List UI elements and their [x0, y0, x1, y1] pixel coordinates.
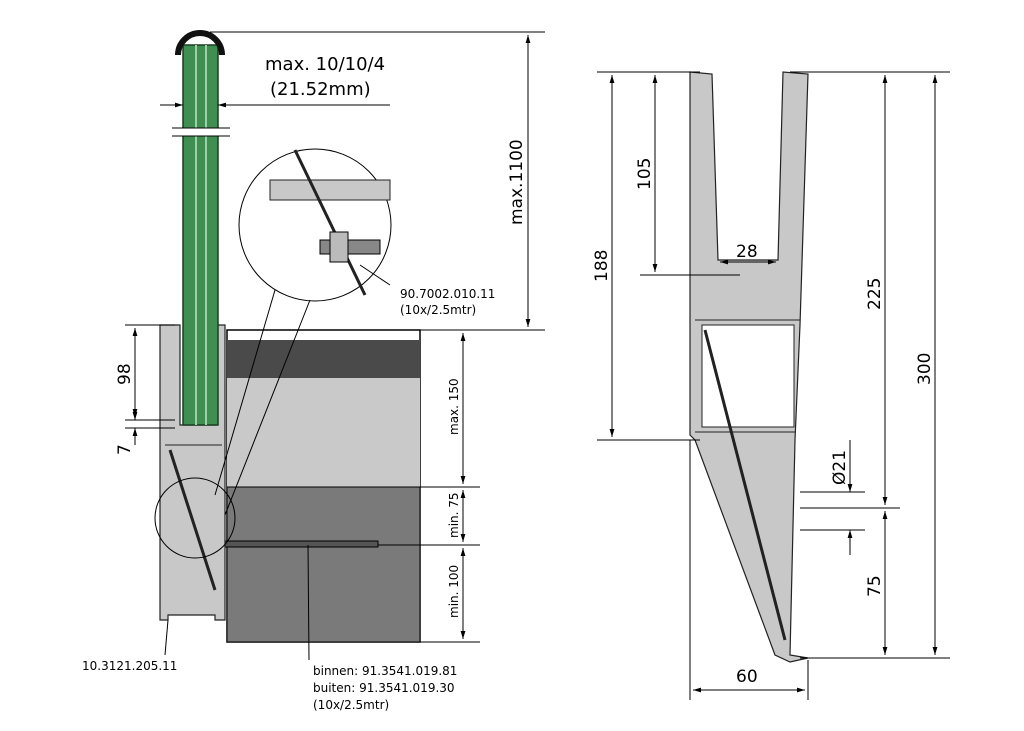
- leader: [359, 264, 391, 286]
- label-rubber-outer: buiten: 91.3541.019.30: [313, 681, 455, 695]
- label-profile-code: 10.3121.205.11: [82, 659, 177, 673]
- label-28: 28: [736, 242, 758, 262]
- label-bolt-code: 90.7002.010.11: [400, 287, 495, 301]
- label-d21: Ø21: [830, 450, 850, 485]
- label-max-1100: max.1100: [507, 139, 527, 225]
- label-glass-mm: (21.52mm): [270, 79, 371, 100]
- detail-profile: [269, 179, 391, 201]
- label-min-75: min. 75: [447, 492, 461, 538]
- floor-layer-dark: [227, 340, 420, 378]
- detail-source-circle: [154, 477, 236, 559]
- label-bolt-pack: (10x/2.5mtr): [400, 303, 476, 317]
- leader: [164, 619, 169, 656]
- label-300: 300: [915, 353, 935, 385]
- glass-panel: [182, 44, 219, 426]
- label-60: 60: [736, 667, 758, 687]
- detail-diagonal: [293, 149, 367, 296]
- label-105: 105: [635, 158, 655, 190]
- break-mark: [172, 128, 230, 136]
- label-98: 98: [115, 363, 135, 385]
- right-profile-view: 105 188 28 225 300 75 Ø21 60: [592, 71, 950, 700]
- label-188: 188: [592, 250, 612, 282]
- label-rubber-inner: binnen: 91.3541.019.81: [313, 664, 457, 678]
- leader: [307, 544, 310, 661]
- label-rubber-pack: (10x/2.5mtr): [313, 698, 389, 712]
- floor-layer-concrete: [226, 486, 421, 643]
- label-glass-thickness: max. 10/10/4: [265, 54, 385, 75]
- label-max-150: max. 150: [447, 378, 461, 435]
- profile-diagonal: [168, 449, 217, 591]
- label-75: 75: [865, 575, 885, 597]
- profile-diagonal: [703, 329, 787, 641]
- left-section-view: max.1100 max. 10/10/4 (21.52mm) 98 7 max…: [82, 30, 545, 712]
- label-225: 225: [865, 278, 885, 310]
- detail-leader: [224, 299, 311, 516]
- detail-leader: [214, 289, 276, 496]
- label-7: 7: [115, 444, 135, 455]
- floor-layer-light: [227, 378, 420, 487]
- label-min-100: min. 100: [447, 565, 461, 618]
- detail-bolt: [319, 239, 381, 255]
- detail-nut: [329, 231, 349, 263]
- detail-circle: [238, 148, 392, 302]
- handrail-cap: [175, 30, 225, 56]
